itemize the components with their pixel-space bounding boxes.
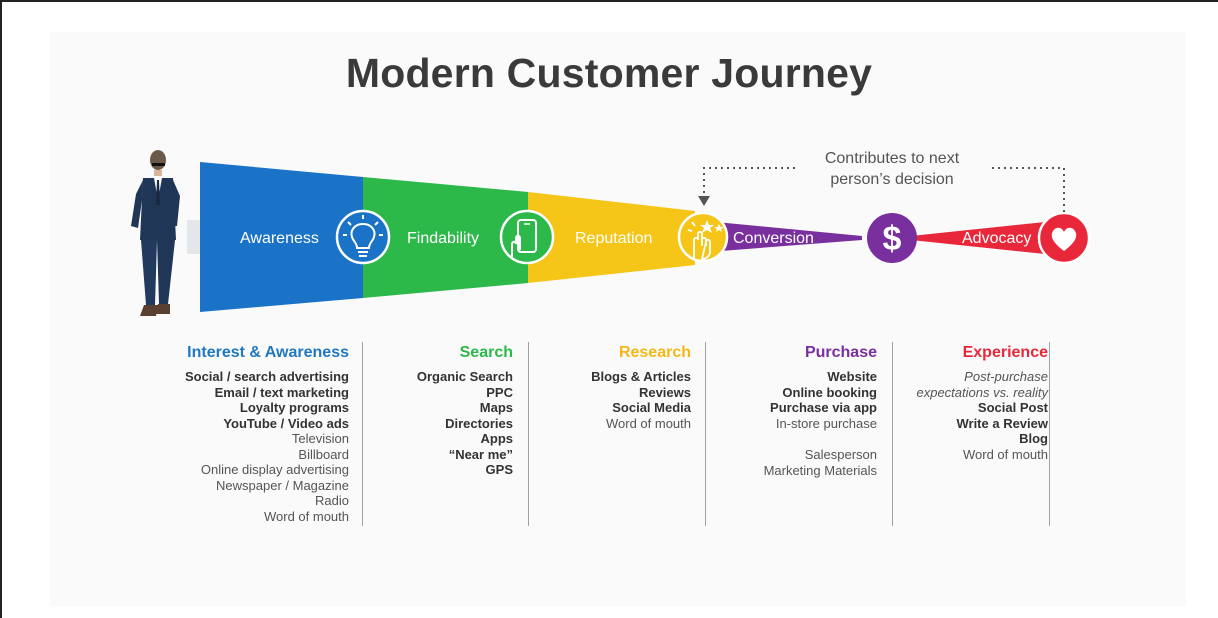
column-item: Online display advertising [200,462,349,477]
column-item: Radio [315,493,349,508]
column-item: Online booking [782,384,877,400]
column-item: Maps [479,400,513,415]
column-spacer [720,431,877,447]
page-title: Modern Customer Journey [345,50,873,96]
contributes-note: Contributes to next person’s decision [792,148,992,190]
advocacy-segment [892,222,1045,254]
column-item: GPS [485,462,513,477]
column-item: Loyalty programs [239,400,349,415]
column-item: Newspaper / Magazine [216,477,349,493]
column-item: Word of mouth [263,508,349,524]
dollar-icon: $ [867,213,917,263]
lightbulb-icon [335,209,391,265]
column-heading: Research [618,344,691,361]
column-item: In-store purchase [775,415,877,431]
column-heading: Search [459,344,513,361]
column-divider [892,342,893,526]
column-item: expectations vs. reality [916,384,1048,400]
column-item: YouTube / Video ads [223,415,349,431]
column-item: Reviews [638,384,691,400]
rating-stars-icon [677,211,729,263]
stage-label-findability: Findability [407,230,479,247]
column-item: PPC [486,384,513,400]
column-item: Salesperson [804,447,877,462]
column-item: Purchase via app [770,400,877,415]
stage-label-advocacy: Advocacy [962,230,1031,247]
stage-label-conversion: Conversion [733,230,814,247]
column-item: Social Media [612,400,691,415]
column-item: Email / text marketing [214,384,349,400]
frame-top-border [0,0,1218,2]
awareness-segment [200,162,363,312]
column-item: Billboard [298,446,349,462]
reputation-segment [528,192,695,283]
column-item: Word of mouth [605,415,691,431]
column-item: Word of mouth [962,446,1048,462]
column-item: Website [827,369,877,384]
column-item: Social / search advertising [184,369,349,384]
feedback-arrow [698,167,1065,212]
column-item: Apps [480,431,514,446]
column-item: Post-purchase [964,369,1048,384]
stage-label-awareness: Awareness [240,230,319,247]
contributes-line-2: person’s decision [830,171,954,188]
column-heading: Experience [962,344,1048,361]
column-divider [1049,342,1050,526]
column-item: “Near me” [448,446,513,462]
smartphone-icon [499,209,555,265]
stage-label-reputation: Reputation [575,230,652,247]
column-divider [705,342,706,526]
findability-segment [363,177,528,298]
column-item: Blogs & Articles [591,369,691,384]
column-item: Write a Review [956,415,1048,431]
diagram-canvas [50,32,1186,606]
column-item: Blog [1019,431,1048,446]
column-heading: Interest & Awareness [187,344,349,361]
column-item: Organic Search [416,369,513,384]
column-item: Television [291,431,349,446]
column-divider [528,342,529,526]
conversion-segment [695,220,862,253]
column-item: Directories [445,415,513,431]
column-item: Social Post [977,400,1048,415]
frame-left-border [0,0,2,618]
column-item: Marketing Materials [763,462,877,478]
column-heading: Purchase [804,344,877,361]
heart-icon [1037,211,1091,265]
svg-text:$: $ [883,220,902,258]
contributes-line-1: Contributes to next [824,150,960,167]
person-figure [131,150,180,316]
column-divider [362,342,363,526]
